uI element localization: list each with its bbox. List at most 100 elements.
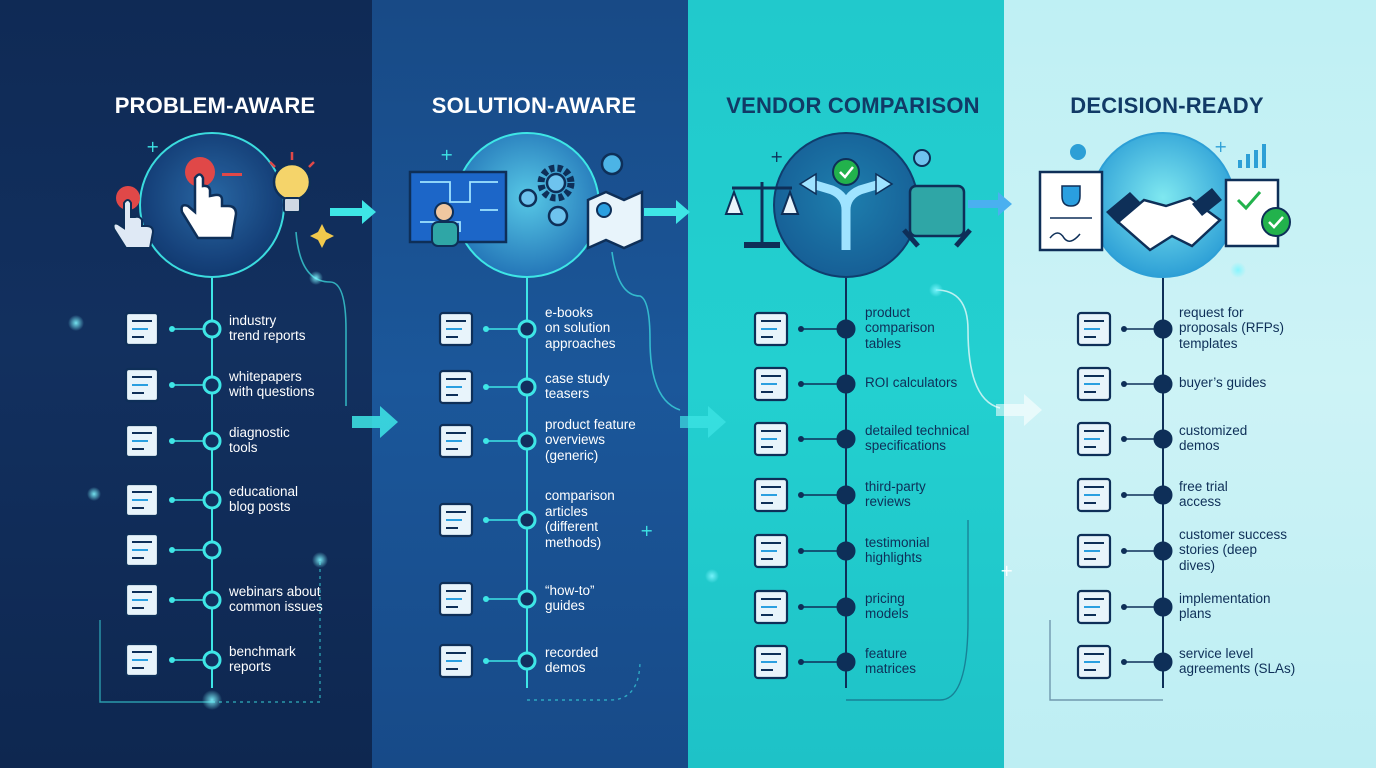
table-icon bbox=[753, 311, 789, 347]
connector-dot bbox=[483, 658, 489, 664]
plan-document-icon bbox=[1076, 589, 1112, 625]
connector-dot bbox=[798, 492, 804, 498]
content-item-label: industry trend reports bbox=[229, 312, 306, 344]
pointer-hand-icon bbox=[180, 157, 242, 240]
timeline-node bbox=[836, 652, 856, 672]
timeline-node bbox=[202, 319, 222, 339]
sparkle-icon bbox=[310, 224, 334, 248]
content-item-label: product feature overviews (generic) bbox=[545, 416, 636, 463]
connector-dot bbox=[169, 382, 175, 388]
pricing-tag-icon bbox=[753, 589, 789, 625]
content-item-label: customized demos bbox=[1179, 422, 1248, 454]
stage-arrow-3-icon bbox=[968, 192, 1012, 216]
glow-dot bbox=[87, 487, 101, 501]
growth-chart-icon bbox=[753, 366, 789, 402]
content-item-label: third-party reviews bbox=[865, 478, 926, 510]
content-item-label: educational blog posts bbox=[229, 483, 299, 515]
content-item-label: comparison articles (different methods) bbox=[545, 488, 615, 550]
gear-hand-icon bbox=[438, 423, 474, 459]
matrix-pointer-icon bbox=[753, 644, 789, 680]
content-item-label: service level agreements (SLAs) bbox=[1179, 645, 1296, 677]
connector-dot bbox=[798, 326, 804, 332]
stage-panel-problem-aware bbox=[0, 0, 372, 768]
timeline-node bbox=[202, 490, 222, 510]
connector-dot bbox=[1121, 659, 1127, 665]
content-item-label: e-books on solution approaches bbox=[545, 304, 616, 351]
case-study-document-icon bbox=[438, 369, 474, 405]
map-pin-icon bbox=[586, 190, 644, 250]
glow-dot bbox=[202, 690, 222, 710]
plus-icon: + bbox=[440, 145, 453, 164]
clipboard-check-icon bbox=[1076, 477, 1112, 513]
stage-title-decision-ready: DECISION-READY bbox=[1070, 93, 1264, 118]
pointer-arrows-icon bbox=[438, 581, 474, 617]
demo-window-icon bbox=[1076, 421, 1112, 457]
connector-dot bbox=[169, 438, 175, 444]
content-item-label: pricing models bbox=[865, 590, 909, 622]
plus-icon: + bbox=[1214, 137, 1227, 156]
content-item-label: testimonial highlights bbox=[865, 534, 930, 566]
flow-curve-3 bbox=[935, 289, 1001, 409]
timeline-node bbox=[517, 431, 537, 451]
timeline-node bbox=[1153, 485, 1173, 505]
content-item-label: feature matrices bbox=[865, 645, 917, 677]
flow-bottom-1 bbox=[99, 620, 212, 703]
content-item-label: benchmark reports bbox=[229, 643, 296, 675]
content-item-label: free trial access bbox=[1179, 478, 1228, 510]
flow-bottom-2 bbox=[212, 560, 321, 703]
ebook-icon bbox=[438, 311, 474, 347]
flow-curve-2 bbox=[611, 251, 681, 411]
stage-arrow-2-icon bbox=[644, 200, 690, 224]
glow-dot bbox=[929, 283, 943, 297]
magnifier-alert-icon bbox=[124, 423, 160, 459]
flow-bottom-5 bbox=[1049, 620, 1163, 701]
connector-dot bbox=[1121, 548, 1127, 554]
stage-arrow-1-icon bbox=[330, 200, 376, 224]
connector-dot bbox=[483, 326, 489, 332]
timeline-node bbox=[517, 377, 537, 397]
stage-title-solution-aware: SOLUTION-AWARE bbox=[431, 93, 637, 118]
content-item-label: case study teasers bbox=[545, 370, 610, 402]
timeline-node bbox=[836, 374, 856, 394]
flow-bottom-3 bbox=[527, 659, 641, 701]
timeline-node bbox=[202, 540, 222, 560]
mid-arrow-3-icon bbox=[996, 394, 1042, 426]
split-arrows-icon bbox=[798, 158, 894, 250]
stage-title-problem-aware: PROBLEM-AWARE bbox=[114, 93, 316, 118]
pencil-document-icon bbox=[124, 482, 160, 518]
stage-panel-decision-ready bbox=[1004, 0, 1376, 768]
plus-icon: + bbox=[146, 137, 159, 156]
plus-icon: + bbox=[1000, 561, 1013, 580]
handshake-icon bbox=[1106, 188, 1222, 252]
flow-bottom-4 bbox=[846, 520, 969, 701]
timeline-node bbox=[1153, 319, 1173, 339]
lightbulb-icon bbox=[269, 152, 315, 213]
timeline-node bbox=[836, 597, 856, 617]
content-item-label: ROI calculators bbox=[865, 375, 958, 391]
connector-dot bbox=[483, 596, 489, 602]
question-document-icon bbox=[124, 367, 160, 403]
timeline-node bbox=[1153, 652, 1173, 672]
content-item-label: “how-to” guides bbox=[545, 582, 595, 614]
thumbs-up-gear-icon bbox=[753, 477, 789, 513]
rfp-document-icon bbox=[1076, 311, 1112, 347]
connector-dot bbox=[483, 438, 489, 444]
connector-dot bbox=[798, 436, 804, 442]
gears-icon bbox=[518, 152, 624, 227]
content-item-label: whitepapers with questions bbox=[229, 368, 315, 400]
glow-dot bbox=[68, 315, 84, 331]
timeline-node bbox=[202, 590, 222, 610]
glow-dot bbox=[705, 569, 719, 583]
connector-dot bbox=[483, 384, 489, 390]
document-check-icon bbox=[1224, 178, 1291, 248]
mid-arrow-2-icon bbox=[680, 406, 726, 438]
connector-dot bbox=[1121, 492, 1127, 498]
content-item-label: buyer’s guides bbox=[1179, 375, 1267, 391]
glow-dot bbox=[312, 552, 328, 568]
speech-hands-icon bbox=[753, 533, 789, 569]
timeline-node bbox=[1153, 597, 1173, 617]
connector-dot bbox=[169, 497, 175, 503]
